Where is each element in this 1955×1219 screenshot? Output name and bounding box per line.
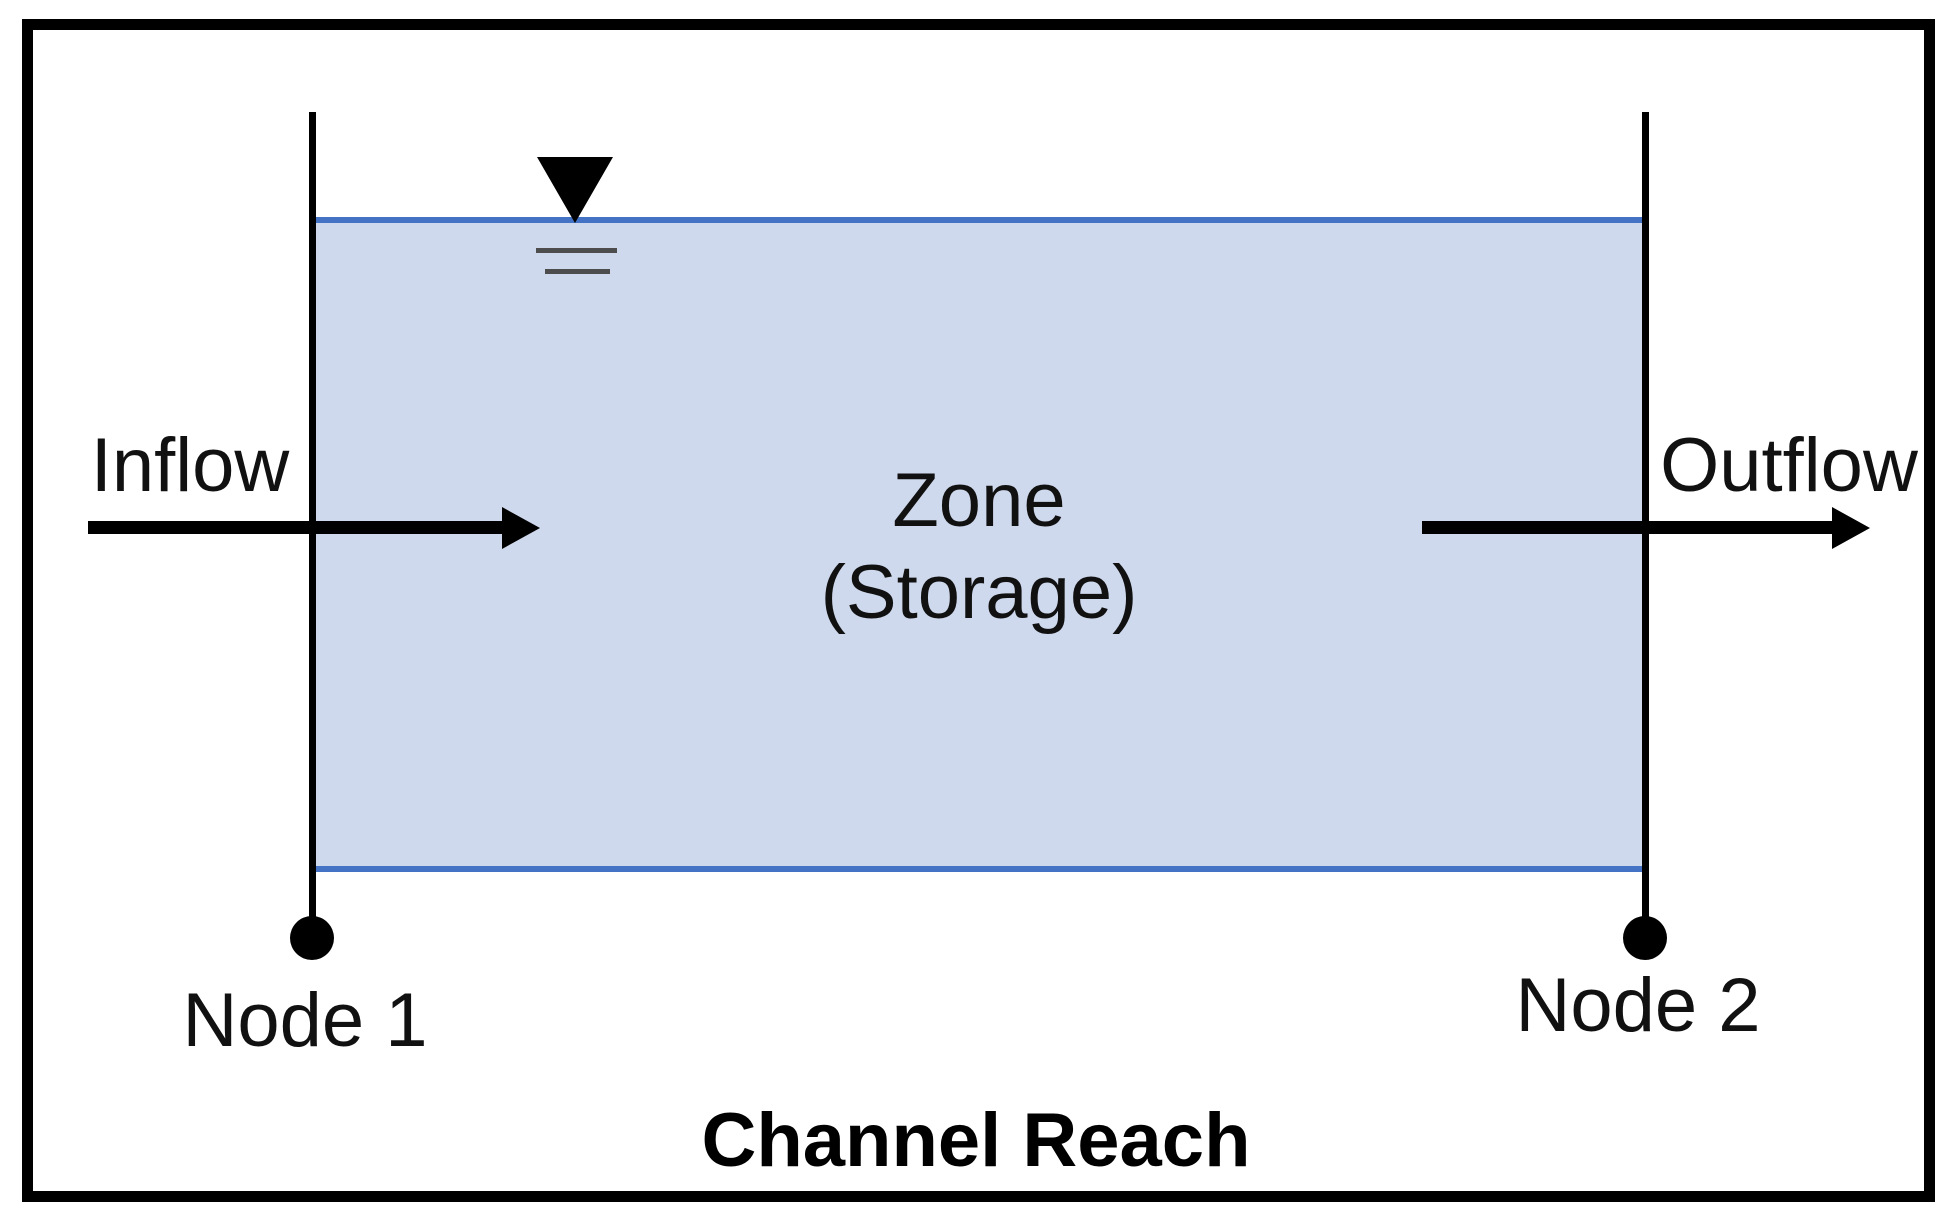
inflow-arrow [88,521,506,534]
zone-storage-label: Zone (Storage) [312,455,1646,639]
zone-label-line2: (Storage) [820,550,1138,635]
inflow-label: Inflow [90,423,290,508]
water-surface-dash-icon [545,269,610,274]
water-surface-dash-icon [536,248,617,253]
inflow-arrow-head-icon [502,507,540,549]
node-1-cross-section-line [309,112,316,918]
node-2-cross-section-line [1642,112,1649,918]
water-surface-marker-icon [537,157,613,223]
node-1-dot [290,916,334,960]
diagram-caption: Channel Reach [701,1098,1251,1183]
node-2-label: Node 2 [1515,963,1761,1048]
outflow-arrow-head-icon [1832,507,1870,549]
node-2-dot [1623,916,1667,960]
zone-label-line1: Zone [892,458,1066,543]
outflow-label: Outflow [1660,423,1918,508]
node-1-label: Node 1 [182,978,428,1063]
outflow-arrow [1422,521,1836,534]
